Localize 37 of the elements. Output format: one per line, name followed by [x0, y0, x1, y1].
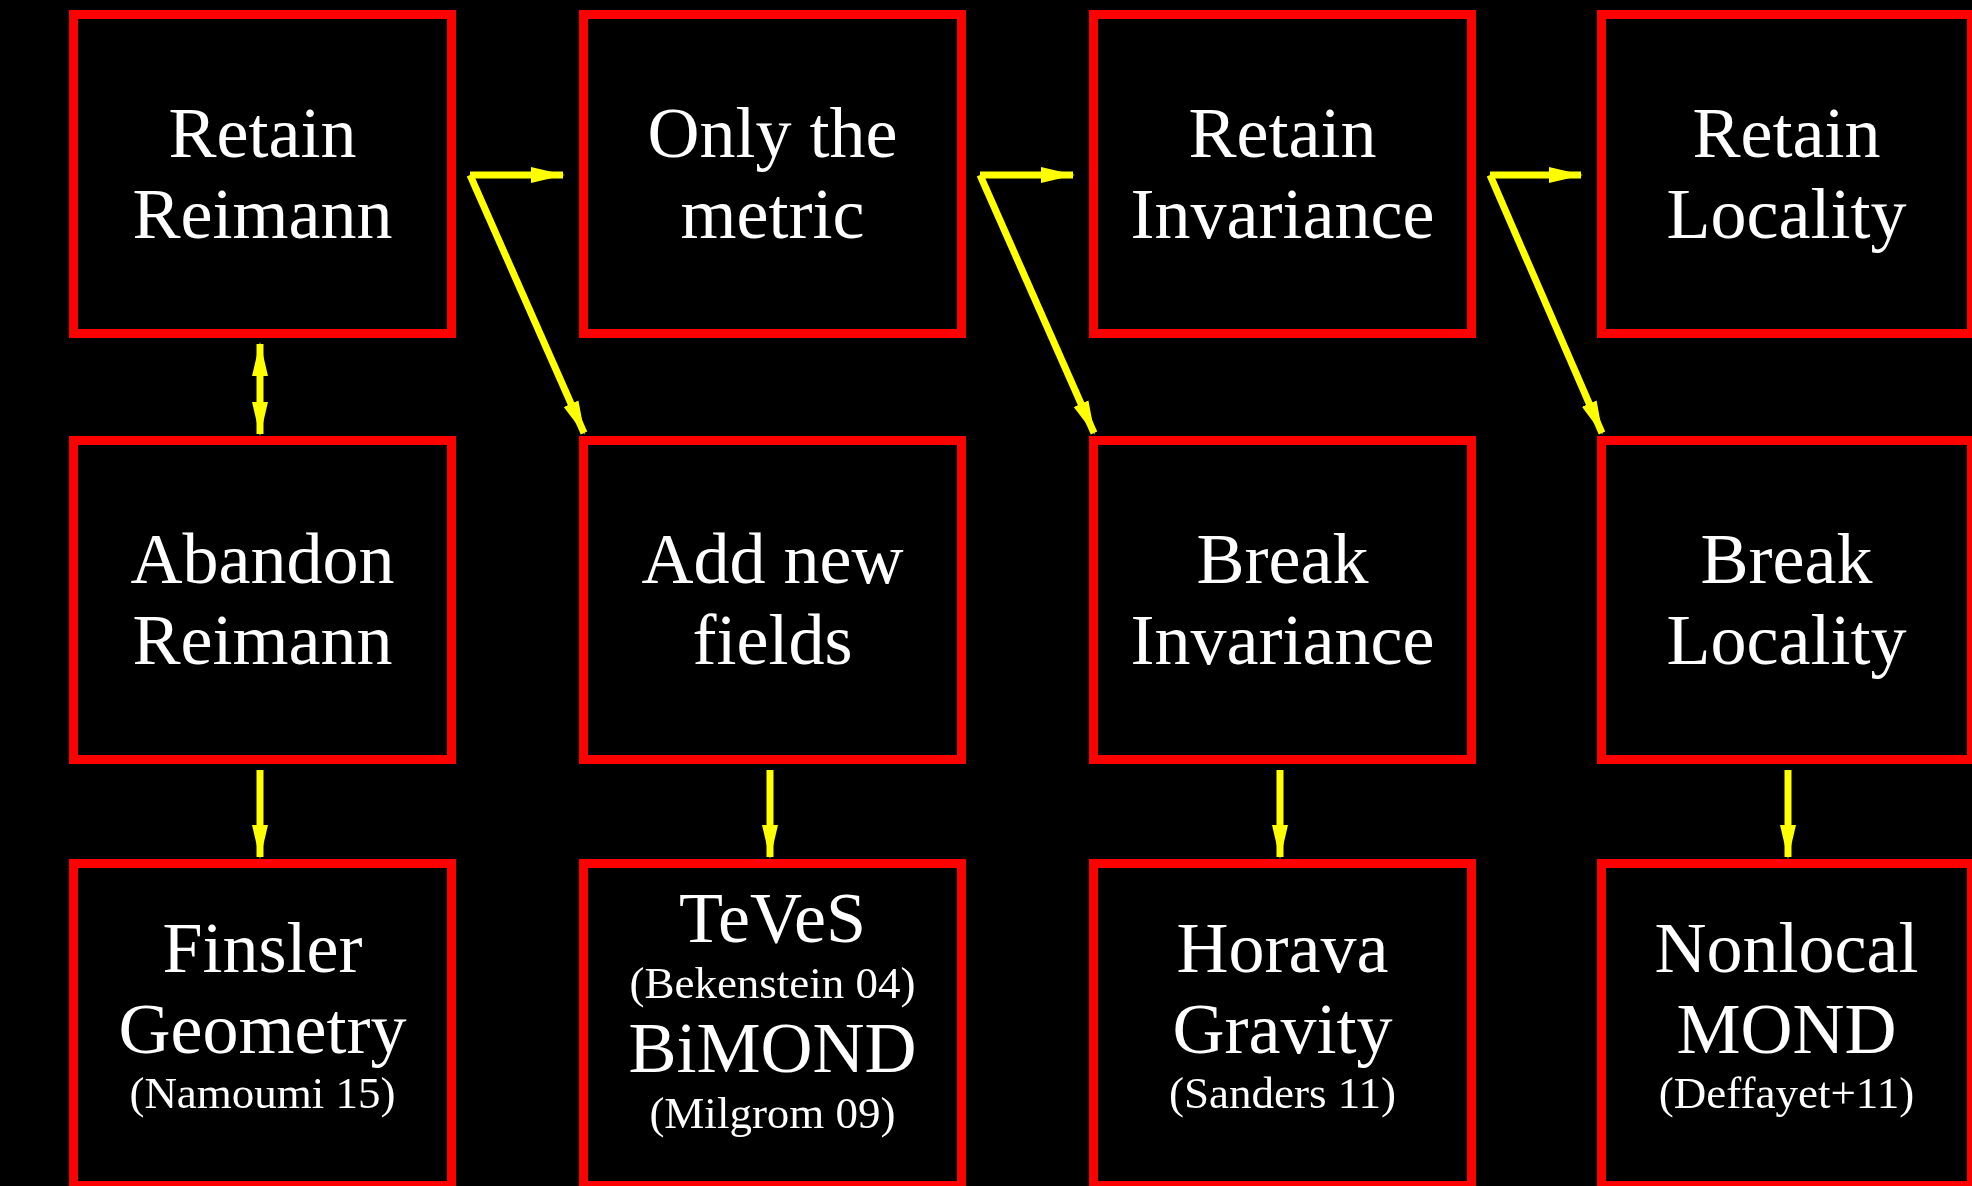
citation-text: (Bekenstein 04)	[629, 958, 916, 1009]
box-title: Retain Locality	[1665, 93, 1908, 255]
box-title: TeVeS	[678, 878, 867, 959]
arrow	[1486, 173, 1606, 435]
process-box	[1089, 859, 1476, 1186]
box-title: BiMOND	[627, 1008, 918, 1089]
process-box	[579, 436, 966, 764]
box-title: Nonlocal MOND	[1653, 908, 1920, 1070]
process-box	[1597, 436, 1972, 764]
citation-text: (Milgrom 09)	[649, 1088, 896, 1139]
box-title: Break Locality	[1665, 519, 1908, 681]
citation-text: (Namoumi 15)	[129, 1069, 396, 1119]
arrow	[470, 167, 565, 183]
box-title: Finsler Geometry	[117, 908, 408, 1070]
box-title: Horava Gravity	[1171, 908, 1394, 1070]
citation-text: (Deffayet+11)	[1658, 1069, 1915, 1119]
box-title: Only the metric	[646, 93, 899, 255]
box-title: Retain Invariance	[1129, 93, 1436, 255]
box-title: Abandon Reimann	[129, 519, 396, 681]
process-box	[69, 436, 456, 764]
process-box	[1597, 10, 1972, 338]
process-box	[1089, 436, 1476, 764]
arrow	[980, 167, 1075, 183]
citation-text: (Sanders 11)	[1169, 1069, 1396, 1119]
arrow	[466, 173, 588, 435]
box-title: Add new fields	[640, 519, 905, 681]
process-box	[1089, 10, 1476, 338]
process-box	[579, 859, 966, 1186]
arrow	[252, 342, 268, 436]
box-title: Break Invariance	[1129, 519, 1436, 681]
arrow	[976, 173, 1098, 435]
arrow	[1490, 167, 1583, 183]
process-box	[69, 859, 456, 1186]
box-title: Retain Reimann	[131, 93, 394, 255]
process-box	[579, 10, 966, 338]
process-box	[1597, 859, 1972, 1186]
process-box	[69, 10, 456, 338]
